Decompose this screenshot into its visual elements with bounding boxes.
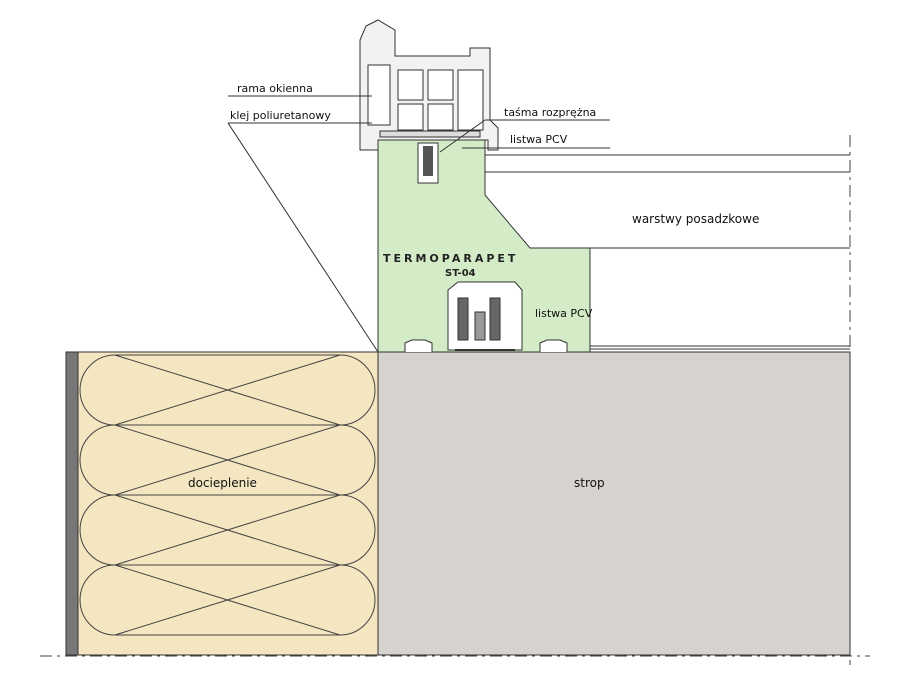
window-frame (359, 19, 499, 151)
label-window-frame: rama okienna (237, 82, 313, 95)
profile-grooves (404, 339, 568, 352)
label-floor-layers: warstwy posadzkowe (632, 212, 759, 226)
slab (377, 351, 851, 656)
floor-layer-lines (485, 154, 850, 350)
expansion-tape-slot (417, 142, 439, 184)
label-slab: strop (574, 476, 605, 490)
label-pvc-strip-top: listwa PCV (510, 133, 568, 146)
label-pvc-strip-bottom: listwa PCV (535, 307, 593, 320)
label-insulation: docieplenie (188, 476, 257, 490)
insulation-block (65, 351, 379, 656)
label-expansion-tape: taśma rozprężna (504, 106, 596, 119)
label-pu-adhesive: klej poliuretanowy (230, 109, 331, 122)
render-layer (65, 351, 79, 656)
label-product-code: ST-04 (445, 268, 476, 279)
label-product-name: TERMOPARAPET (383, 252, 518, 265)
leader-lines (227, 95, 610, 353)
pvc-strip-bottom-shape (447, 281, 523, 351)
insulation-hatch (79, 354, 376, 636)
